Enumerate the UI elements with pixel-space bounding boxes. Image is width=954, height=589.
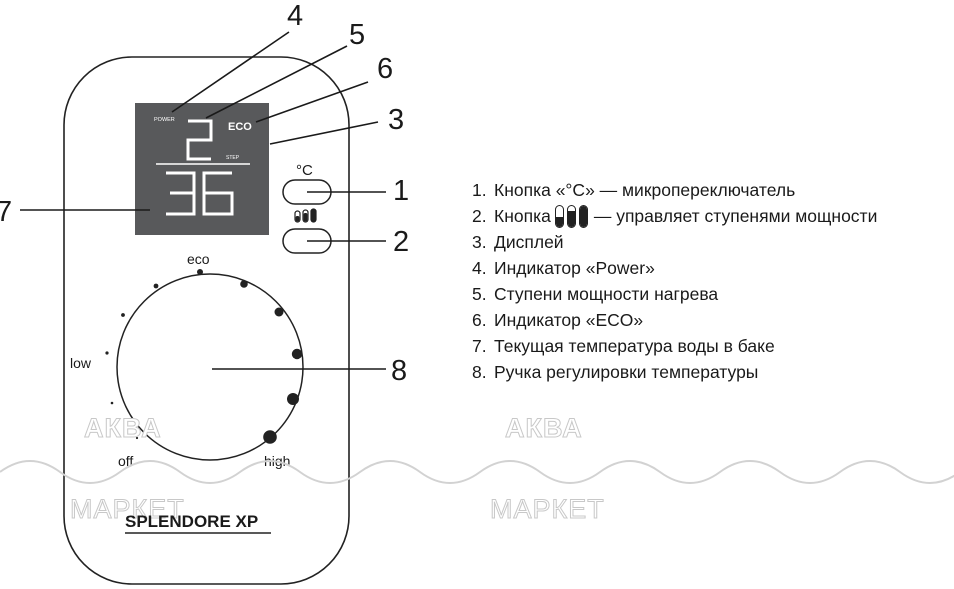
power-steps-icon [294,208,317,223]
legend-text: Дисплей [494,232,564,252]
legend-item: 3. Дисплей [472,229,877,255]
power-indicator-label: POWER [154,117,175,123]
legend-text: Индикатор «ECO» [494,310,644,330]
watermark-line2-right: МАРКЕТ [490,494,605,524]
legend-number: 4. [472,258,487,278]
legend-item: 1. Кнопка «°С» — микропереключатель [472,177,877,203]
watermark-line1-right: АКВА [505,413,583,443]
callout-4: 4 [287,0,303,32]
legend-number: 8. [472,362,487,382]
legend-number: 2. [472,206,487,226]
legend-text: — управляет ступенями мощности [593,206,878,226]
legend-text: Ручка регулировки температуры [494,362,759,382]
knob-scale [105,269,303,444]
temperature-digits [166,171,234,216]
legend-text: Кнопка «°С» — микропереключатель [494,180,796,200]
power-step-digit [186,119,213,161]
step-indicator-label: STEP [226,155,240,161]
callout-7: 7 [0,196,12,228]
callout-8: 8 [391,355,407,387]
legend-item: 8. Ручка регулировки температуры [472,359,877,385]
power-steps-icon [554,204,588,228]
brand-name: SPLENDORE XP [125,512,258,531]
knob-label-eco: eco [187,251,210,267]
watermark-line2: МАРКЕТ [70,494,185,524]
watermark-line1: АКВА [84,413,162,443]
celsius-button-label: °C [296,162,313,179]
legend-item: 5. Ступени мощности нагрева [472,281,877,307]
legend-list: 1. Кнопка «°С» — микропереключатель 2. К… [472,177,877,385]
temperature-knob[interactable] [116,273,304,461]
legend-text: Индикатор «Power» [494,258,655,278]
callout-2: 2 [393,226,409,258]
leader-lines [20,31,386,370]
legend-item: 6. Индикатор «ECO» [472,307,877,333]
callout-5: 5 [349,19,365,51]
knob-label-off: off [118,453,133,469]
display-screen [135,103,269,235]
legend-item: 4. Индикатор «Power» [472,255,877,281]
legend-item: 7. Текущая температура воды в баке [472,333,877,359]
legend-number: 3. [472,232,487,252]
legend-text: Ступени мощности нагрева [494,284,719,304]
legend-number: 7. [472,336,487,356]
legend-number: 5. [472,284,487,304]
legend-item: 2. Кнопка — управляет ступенями мощности [472,203,877,229]
callout-1: 1 [393,175,409,207]
legend-text: Кнопка [494,206,551,226]
watermark-wave [0,460,954,484]
legend-number: 6. [472,310,487,330]
legend-number: 1. [472,180,487,200]
knob-label-low: low [70,355,92,371]
eco-indicator-label: ECO [228,121,252,133]
callout-6: 6 [377,53,393,85]
legend-text: Текущая температура воды в баке [494,336,775,356]
callout-3: 3 [388,104,404,136]
